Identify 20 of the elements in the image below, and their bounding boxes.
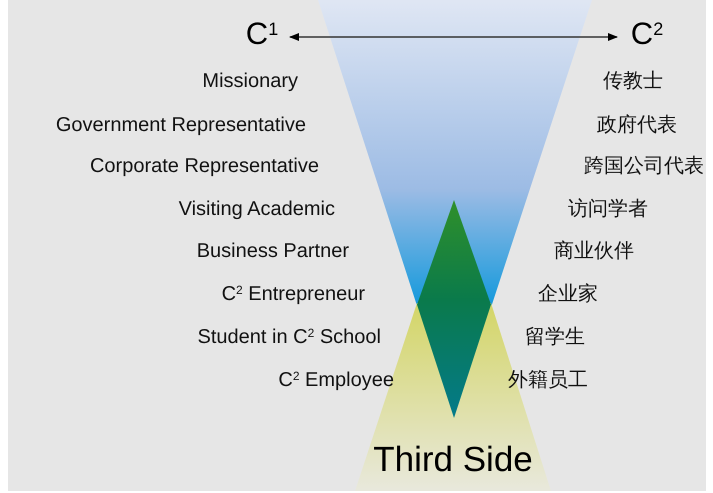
node-label: C$^{2}$	[630, 18, 664, 48]
role-label: 访问学者	[568, 197, 648, 221]
role-label: 外籍员工	[508, 368, 588, 392]
node-label: C$^{1}$	[246, 18, 278, 48]
role-label: C$^{2}$ Employee	[278, 368, 394, 392]
role-label: C$^{2}$ Entrepreneur	[222, 282, 365, 306]
role-label: 跨国公司代表	[584, 154, 704, 178]
role-label: 商业伙伴	[554, 239, 634, 263]
role-label: 企业家	[538, 282, 598, 306]
role-label: 留学生	[525, 325, 585, 349]
role-label: Missionary	[202, 69, 298, 93]
role-label: Visiting Academic	[178, 197, 335, 221]
role-label: 传教士	[603, 69, 663, 93]
role-label: Government Representative	[56, 113, 306, 137]
role-label: Corporate Representative	[90, 154, 319, 178]
role-label: Business Partner	[196, 239, 349, 263]
node-label: Third Side	[372, 442, 534, 477]
role-label: 政府代表	[597, 113, 677, 137]
role-label: Student in C$^{2}$ School	[198, 325, 381, 349]
double-arrow	[289, 33, 618, 41]
